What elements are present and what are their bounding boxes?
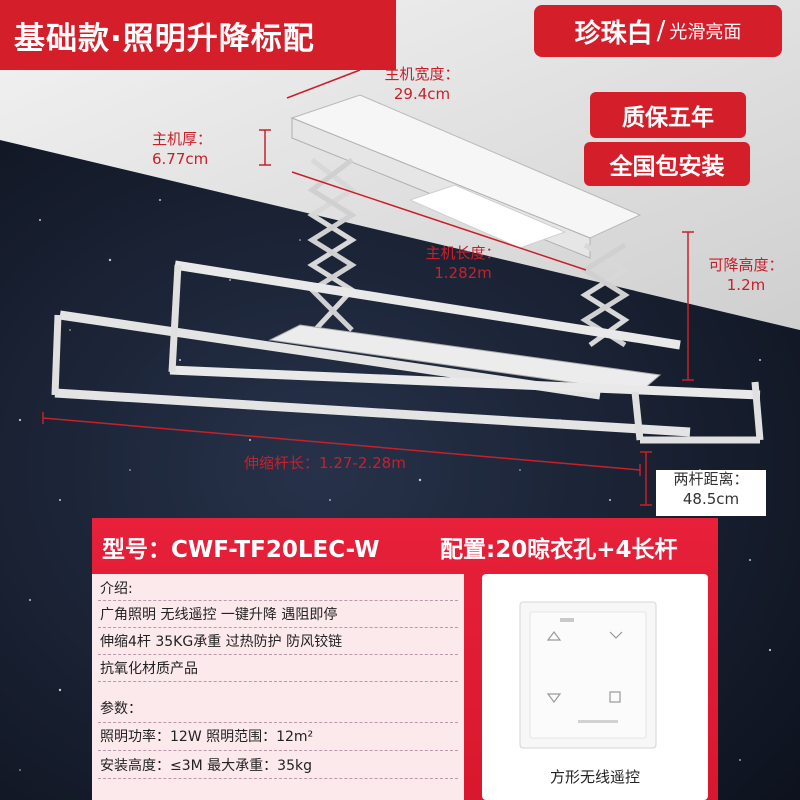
product-title-banner: 基础款·照明升降标配 <box>0 0 396 70</box>
dimension-guides <box>42 69 694 506</box>
remote-label: 方形无线遥控 <box>549 768 640 786</box>
intro-title: 介绍: <box>100 581 133 597</box>
param-line-2: 安装高度：≤3M 最大承重：35kg <box>100 758 312 774</box>
divider <box>98 722 458 723</box>
divider <box>98 778 458 779</box>
divider <box>98 600 458 601</box>
remote-card: 方形无线遥控 <box>482 574 708 800</box>
rod-length-label: 伸缩杆长： <box>244 454 320 472</box>
drying-rack <box>51 94 764 444</box>
spec-details: 介绍: 广角照明 无线遥控 一键升降 遇阻即停 伸缩4杆 35KG承重 过热防护… <box>92 574 464 800</box>
rod-length-dimension: 伸缩杆长：1.27-2.28m <box>244 454 484 474</box>
rod-gap-value: 48.5cm <box>682 489 740 508</box>
color-separator: / <box>656 16 666 46</box>
param-line-1: 照明功率：12W 照明范围：12m² <box>100 729 314 745</box>
intro-line-2: 伸缩4杆 35KG承重 过热防护 防风铰链 <box>100 634 343 650</box>
thickness-label: 主机厚： <box>152 130 213 148</box>
divider <box>98 627 458 628</box>
width-dimension: 主机宽度： 29.4cm <box>362 65 482 104</box>
stop-icon <box>609 691 621 703</box>
light-icon <box>609 631 623 639</box>
wireless-remote-image <box>519 601 657 749</box>
divider <box>98 750 458 751</box>
light-panel <box>408 184 567 249</box>
divider <box>98 681 458 682</box>
down-arrow-icon <box>546 693 562 703</box>
model-number: 型号：CWF-TF20LEC-W <box>102 537 380 563</box>
color-name: 珍珠白 <box>574 18 653 49</box>
stars <box>18 199 772 771</box>
intro-line-1: 广角照明 无线遥控 一键升降 遇阻即停 <box>100 607 338 623</box>
configuration: 配置:20晾衣孔+4长杆 <box>440 537 678 563</box>
rod-length-value: 1.27-2.28m <box>319 454 406 472</box>
finish-name: 光滑亮面 <box>669 22 742 43</box>
divider <box>98 654 458 655</box>
params-title: 参数： <box>100 701 142 717</box>
thickness-value: 6.77cm <box>152 149 209 168</box>
drop-height-label: 可降高度： <box>708 256 784 274</box>
length-value: 1.282m <box>434 263 492 282</box>
spec-panel: 型号：CWF-TF20LEC-W 配置:20晾衣孔+4长杆 介绍: 广角照明 无… <box>92 518 718 800</box>
thickness-dimension: 主机厚： 6.77cm <box>152 130 252 169</box>
width-label: 主机宽度： <box>384 65 460 83</box>
installation-badge: 全国包安装 <box>584 142 750 186</box>
length-dimension: 主机长度： 1.282m <box>410 244 516 283</box>
warranty-badge: 质保五年 <box>590 92 746 138</box>
rod-gap-dimension: 两杆距离： 48.5cm <box>656 470 766 516</box>
width-value: 29.4cm <box>393 84 451 103</box>
drop-height-dimension: 可降高度： 1.2m <box>694 256 798 295</box>
up-arrow-icon <box>546 631 562 641</box>
length-label: 主机长度： <box>425 244 501 262</box>
drop-height-value: 1.2m <box>726 275 766 294</box>
color-finish-tag: 珍珠白 / 光滑亮面 <box>534 5 782 57</box>
intro-line-3: 抗氧化材质产品 <box>100 661 198 677</box>
rod-gap-label: 两杆距离： <box>673 470 749 488</box>
